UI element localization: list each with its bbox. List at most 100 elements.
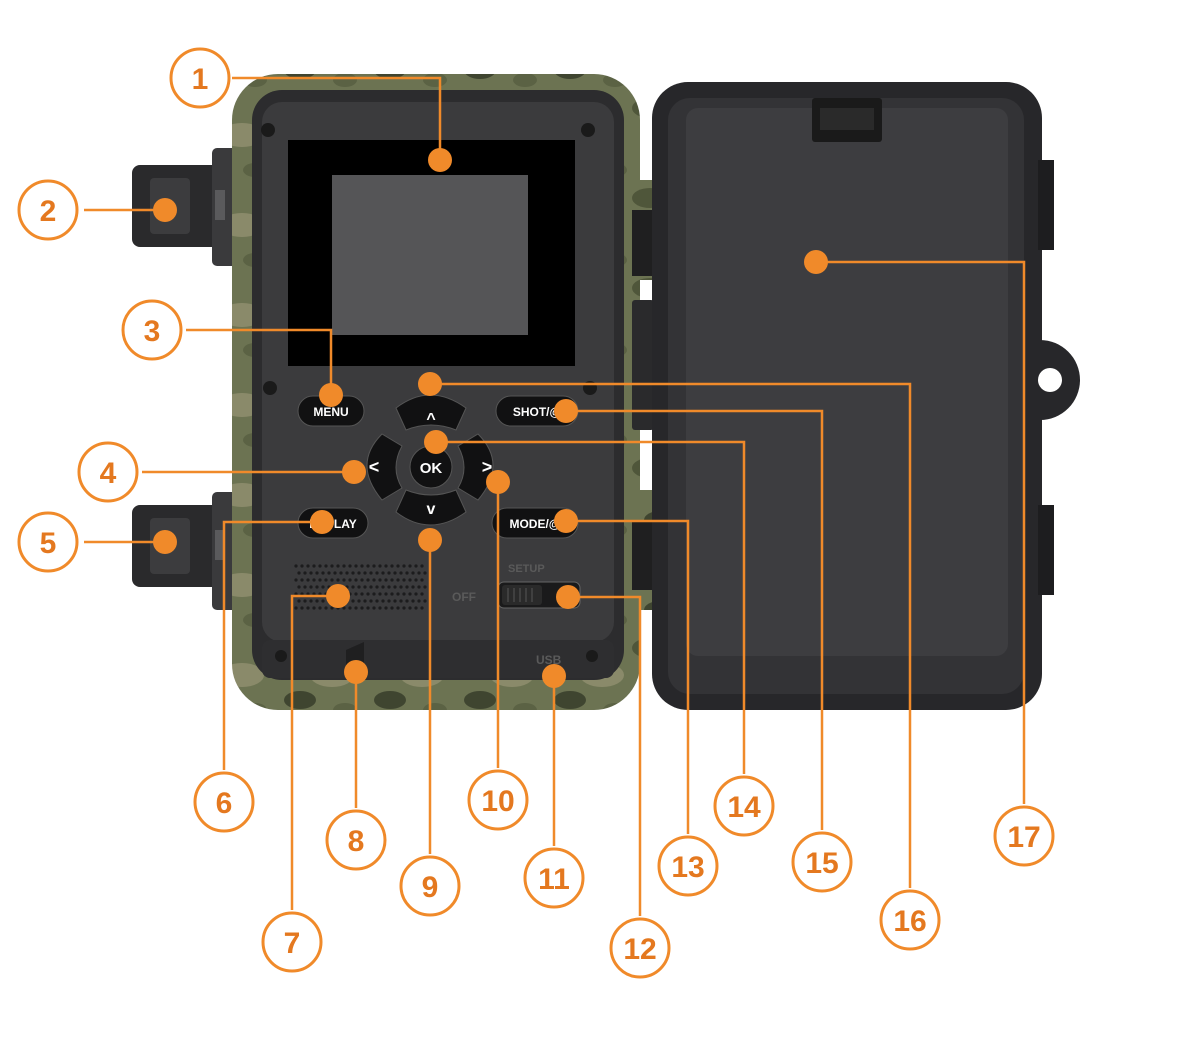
speaker-hole (312, 606, 316, 610)
right-button[interactable] (457, 433, 494, 501)
callout-number: 17 (1007, 821, 1040, 854)
speaker-hole (315, 599, 319, 603)
callout-6: 6 (193, 771, 255, 833)
callout-15: 15 (791, 831, 853, 893)
speaker-hole (411, 585, 415, 589)
speaker-hole (390, 606, 394, 610)
menu-button[interactable]: MENU (297, 395, 365, 427)
speaker-hole (312, 578, 316, 582)
speaker-hole (360, 578, 364, 582)
down-button[interactable] (395, 489, 467, 526)
callout-17: 17 (993, 805, 1055, 867)
speaker-hole (408, 606, 412, 610)
usb-label: USB (536, 653, 562, 667)
speaker-hole (357, 599, 361, 603)
speaker-hole (300, 564, 304, 568)
speaker-hole (372, 564, 376, 568)
speaker-hole (420, 592, 424, 596)
speaker-hole (303, 599, 307, 603)
callout-16: 16 (879, 889, 941, 951)
speaker-hole (333, 571, 337, 575)
callout-marker-dot (153, 198, 177, 222)
speaker-hole (387, 599, 391, 603)
sd-slot (346, 642, 364, 666)
speaker-hole (393, 599, 397, 603)
arrow-left-icon: < (369, 457, 380, 477)
callout-4: 4 (77, 441, 139, 503)
callout-number: 1 (192, 63, 209, 96)
switch-setup-label: SETUP (508, 563, 545, 575)
speaker-hole (423, 599, 427, 603)
callout-leader-line (186, 328, 333, 395)
callout-number: 10 (481, 785, 514, 818)
speaker-hole (387, 585, 391, 589)
speaker-hole (294, 578, 298, 582)
speaker-hole (378, 564, 382, 568)
speaker-hole (357, 571, 361, 575)
speaker-hole (378, 592, 382, 596)
callout-8: 8 (325, 809, 387, 871)
callout-number: 15 (805, 847, 838, 880)
speaker-hole (354, 592, 358, 596)
speaker-hole (408, 592, 412, 596)
callout-leader-line (222, 520, 322, 770)
callout-marker-dot (554, 399, 578, 423)
speaker-hole (420, 564, 424, 568)
top-latch[interactable] (132, 148, 242, 266)
speaker-hole (399, 585, 403, 589)
speaker-hole (402, 578, 406, 582)
callout-marker-dot (326, 584, 350, 608)
speaker-hole (375, 585, 379, 589)
speaker-hole (330, 606, 334, 610)
speaker-hole (303, 571, 307, 575)
callout-12: 12 (609, 917, 671, 979)
speaker-hole (297, 571, 301, 575)
left-button[interactable] (366, 433, 403, 501)
speaker-hole (399, 599, 403, 603)
speaker-hole (366, 564, 370, 568)
speaker-hole (384, 564, 388, 568)
callout-marker-dot (424, 430, 448, 454)
bottom-latch[interactable] (132, 492, 242, 610)
speaker-hole (300, 606, 304, 610)
speaker-hole (363, 585, 367, 589)
speaker-hole (348, 606, 352, 610)
speaker-hole (405, 571, 409, 575)
callout-ring (993, 805, 1055, 867)
speaker-hole (363, 571, 367, 575)
speaker-hole (408, 578, 412, 582)
callout-marker-dot (804, 250, 828, 274)
speaker-hole (306, 564, 310, 568)
speaker-hole (306, 578, 310, 582)
speaker-hole (318, 564, 322, 568)
speaker-hole (390, 578, 394, 582)
speaker-hole (342, 578, 346, 582)
speaker-hole (348, 578, 352, 582)
speaker-hole (300, 578, 304, 582)
speaker-hole (327, 571, 331, 575)
speaker-grille (294, 564, 427, 610)
callout-number: 12 (623, 933, 656, 966)
strap-hole (1038, 368, 1062, 392)
up-button[interactable] (395, 394, 467, 431)
callout-ring (77, 441, 139, 503)
callout-leader-line (568, 595, 642, 916)
callout-marker-dot (554, 509, 578, 533)
speaker-hole (420, 606, 424, 610)
speaker-hole (366, 592, 370, 596)
speaker-hole (330, 564, 334, 568)
speaker-hole (375, 571, 379, 575)
screw-icon (263, 381, 277, 395)
callout-ring (467, 769, 529, 831)
callout-leader-line (566, 519, 690, 834)
callout-marker-dot (310, 510, 334, 534)
speaker-hole (417, 585, 421, 589)
speaker-hole (393, 585, 397, 589)
speaker-hole (309, 599, 313, 603)
callout-ring (713, 775, 775, 837)
callout-number: 2 (40, 195, 57, 228)
ok-button[interactable]: OK (409, 445, 453, 489)
speaker-hole (318, 578, 322, 582)
svg-text:OK: OK (420, 460, 443, 477)
speaker-hole (423, 571, 427, 575)
